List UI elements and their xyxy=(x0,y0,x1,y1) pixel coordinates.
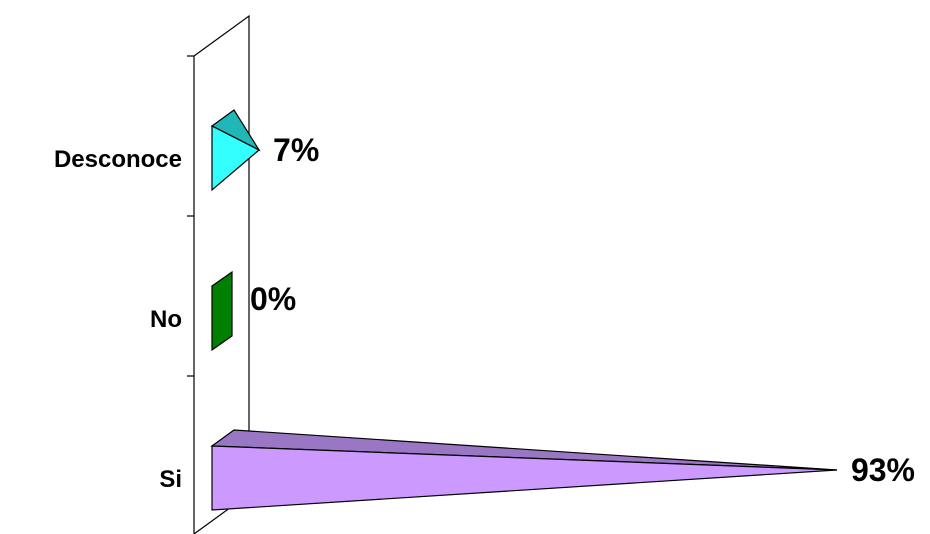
data-label: 93% xyxy=(851,452,915,488)
bar-front-face xyxy=(211,445,837,511)
category-label: Desconoce xyxy=(54,146,182,173)
bar-front-face xyxy=(211,125,261,192)
data-label: 7% xyxy=(273,132,319,168)
bars-layer xyxy=(210,109,837,511)
category-label: No xyxy=(150,306,182,333)
labels-layer: Desconoce 7% No 0% Si 93% xyxy=(54,132,915,493)
category-label: Si xyxy=(159,466,182,493)
bar-zero-slab xyxy=(211,270,233,352)
data-label: 0% xyxy=(250,281,296,317)
